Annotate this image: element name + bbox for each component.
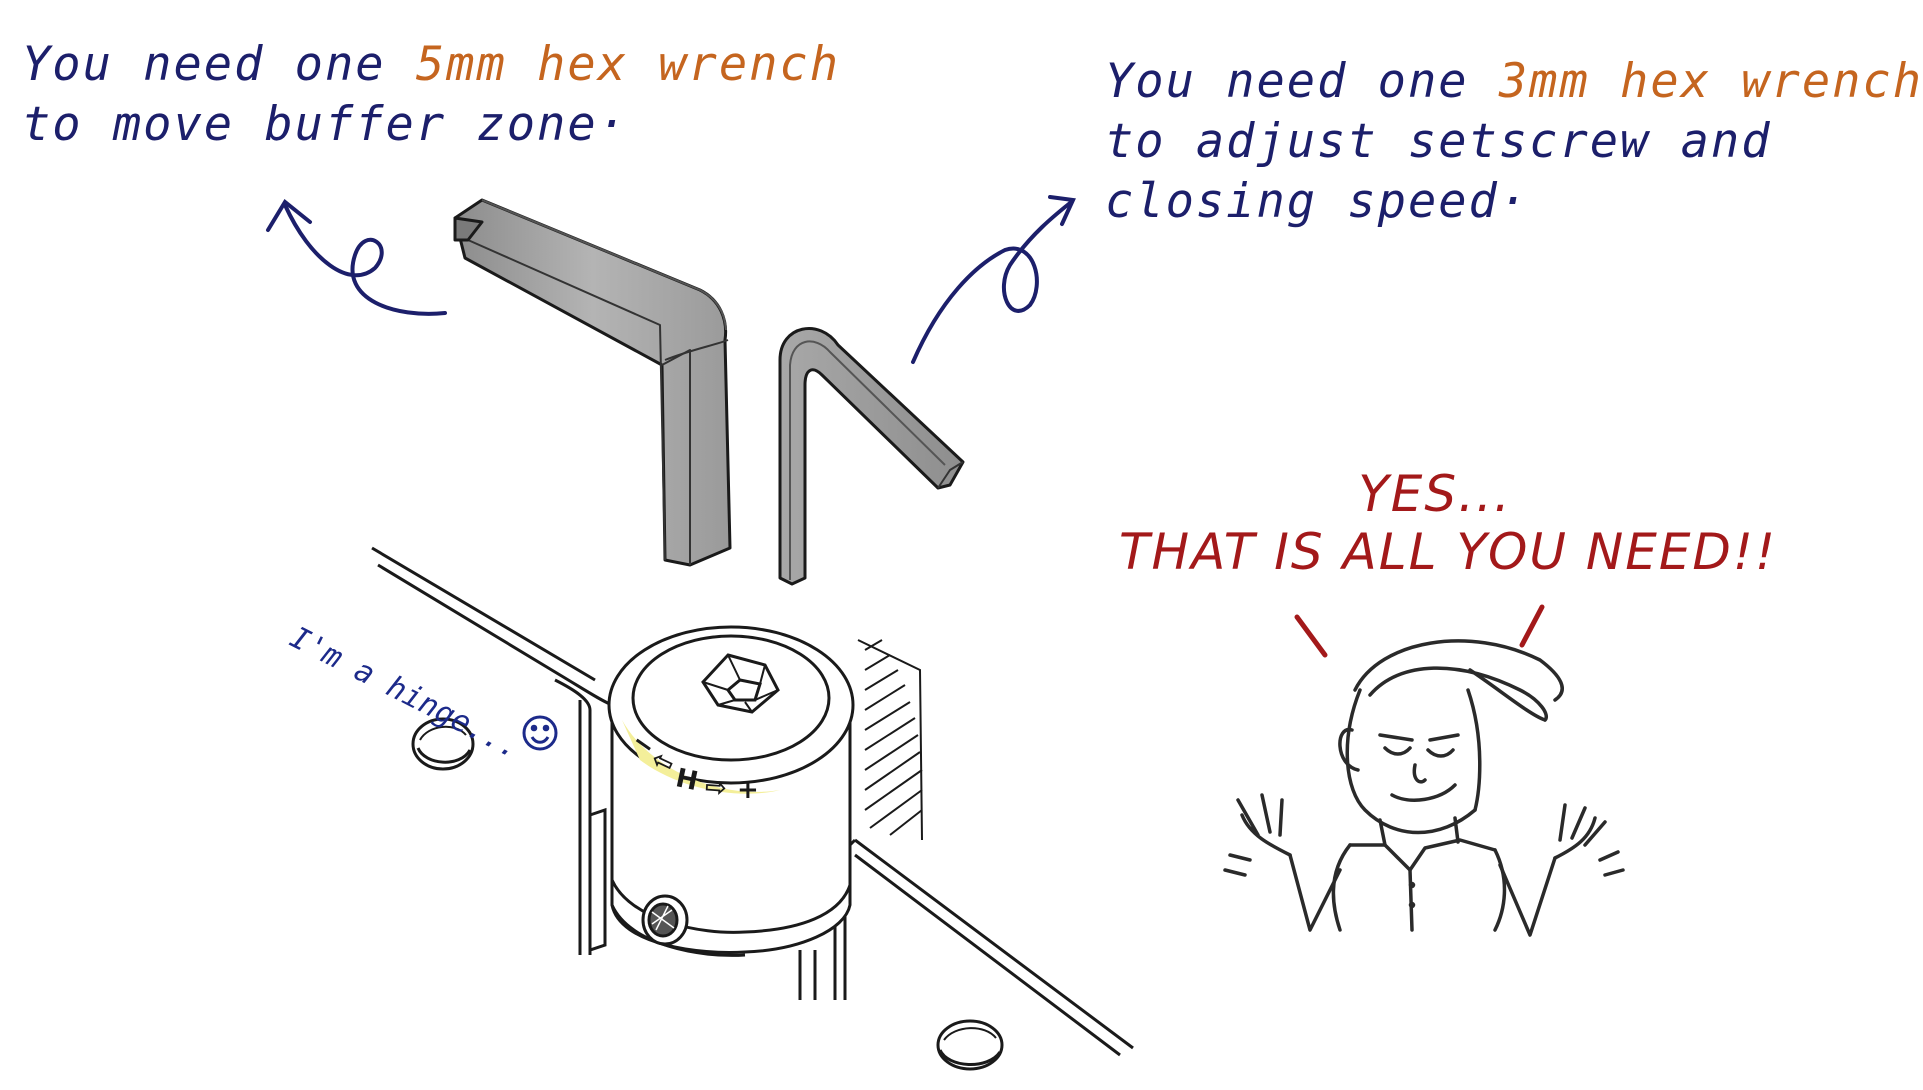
drawing-layer (266, 195, 1625, 1071)
note-3mm-line3: closing speed· (1105, 174, 1530, 229)
left-pointer-arrow (266, 199, 447, 316)
hex-wrench-5mm (453, 198, 732, 567)
hinge-frame (371, 546, 1134, 1057)
note-3mm-wrench: You need one 3mm hex wrench to adjust se… (1105, 52, 1923, 232)
shout-yes: YES... (1358, 465, 1512, 523)
note-3mm-line2: to adjust setscrew and (1105, 114, 1772, 169)
note-5mm-wrench: You need one 5mm hex wrench to move buff… (22, 35, 840, 155)
note-5mm-line1-pre: You need one (22, 37, 416, 92)
hex-wrench-3mm (778, 327, 965, 586)
rivet-left (411, 717, 475, 771)
illustration: You need one 5mm hex wrench to move buff… (22, 35, 1921, 1071)
note-5mm-highlight: 5mm hex wrench (415, 37, 841, 92)
note-5mm-line2: to move buffer zone· (22, 97, 628, 152)
note-3mm-highlight: 3mm hex wrench (1498, 54, 1923, 109)
shout-all-you-need: THAT IS ALL YOU NEED!! (1118, 523, 1777, 581)
hex-socket (701, 653, 780, 714)
rivet-bottom (936, 1019, 1004, 1071)
setscrew (641, 894, 689, 946)
note-3mm-line1-pre: You need one (1105, 54, 1499, 109)
dial-highlight-band (622, 720, 780, 794)
smiley-icon (522, 715, 558, 751)
shadow-hatching (857, 639, 923, 841)
right-pointer-arrow (911, 195, 1076, 364)
shrugging-person (1223, 604, 1625, 937)
